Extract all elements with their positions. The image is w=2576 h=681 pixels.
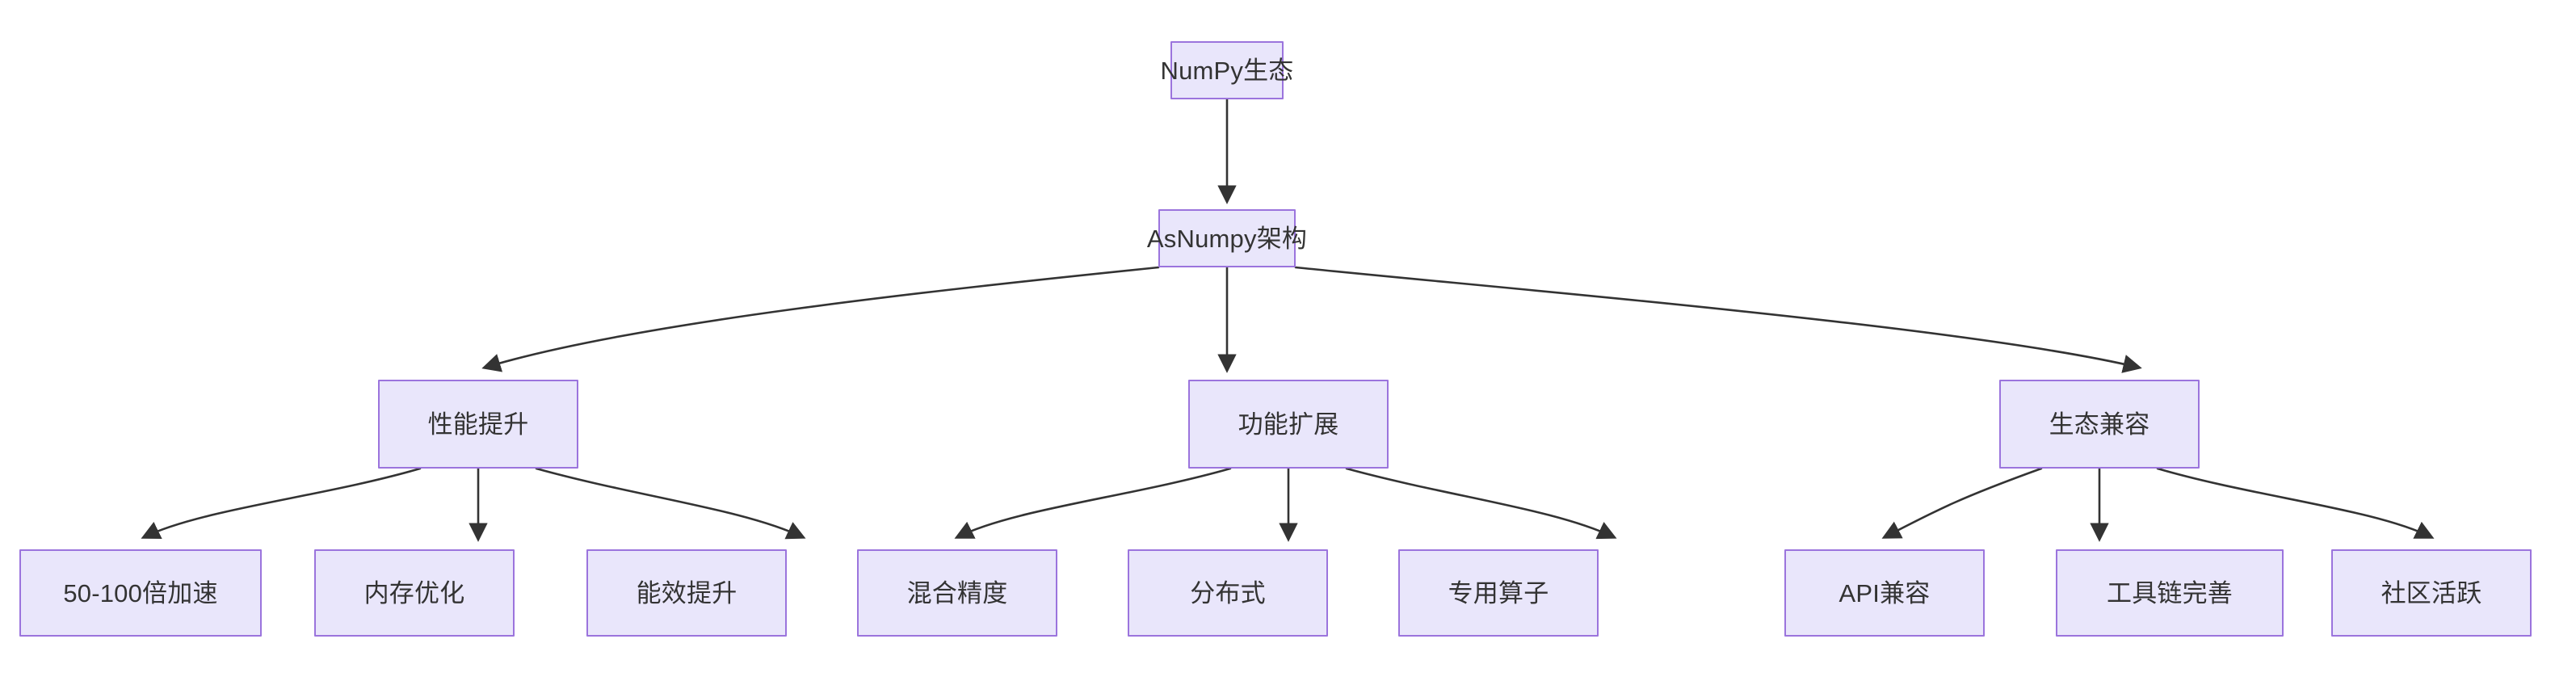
flow-node-memory[interactable]: 内存优化: [314, 549, 515, 637]
flow-node-perf[interactable]: 性能提升: [378, 380, 578, 469]
flow-node-label: NumPy生态: [1160, 56, 1294, 85]
flow-node-label: 50-100倍加速: [63, 578, 218, 607]
flow-node-mixed_prec[interactable]: 混合精度: [857, 549, 1057, 637]
flow-node-label: 生态兼容: [2049, 410, 2150, 439]
flow-node-label: 社区活跃: [2381, 578, 2482, 607]
flow-node-toolchain[interactable]: 工具链完善: [2056, 549, 2284, 637]
flow-node-label: 内存优化: [363, 578, 465, 607]
flow-node-label: 工具链完善: [2107, 578, 2233, 607]
flow-node-label: 性能提升: [427, 410, 529, 439]
flow-node-label: 专用算子: [1448, 578, 1549, 607]
flow-node-api_compat[interactable]: API兼容: [1784, 549, 1985, 637]
flow-node-label: API兼容: [1838, 578, 1931, 607]
flow-edge: [481, 266, 1160, 372]
flow-node-label: 混合精度: [906, 578, 1008, 607]
edge-group: [141, 98, 2435, 542]
flow-edge: [1881, 467, 2043, 539]
flow-edge: [1294, 266, 2142, 373]
flow-node-label: 分布式: [1190, 578, 1266, 607]
flow-node-ecosystem[interactable]: 生态兼容: [1999, 380, 2200, 469]
flow-node-label: 能效提升: [636, 578, 738, 607]
flow-node-distributed[interactable]: 分布式: [1128, 549, 1328, 637]
flow-edge: [954, 467, 1232, 539]
flow-node-feature[interactable]: 功能扩展: [1188, 380, 1389, 469]
flow-edge: [141, 467, 422, 540]
flow-node-speedup[interactable]: 50-100倍加速: [19, 549, 262, 637]
flow-node-community[interactable]: 社区活跃: [2331, 549, 2532, 637]
flow-edge: [2156, 467, 2435, 539]
flow-node-asnumpy[interactable]: AsNumpy架构: [1147, 209, 1307, 267]
flow-node-label: AsNumpy架构: [1146, 224, 1308, 253]
flow-node-label: 功能扩展: [1238, 410, 1339, 439]
flow-edge: [535, 467, 806, 540]
flow-node-operators[interactable]: 专用算子: [1398, 549, 1599, 637]
flow-node-efficiency[interactable]: 能效提升: [586, 549, 787, 637]
flow-node-numpy_eco[interactable]: NumPy生态: [1160, 41, 1293, 99]
flow-edge: [1345, 467, 1617, 540]
